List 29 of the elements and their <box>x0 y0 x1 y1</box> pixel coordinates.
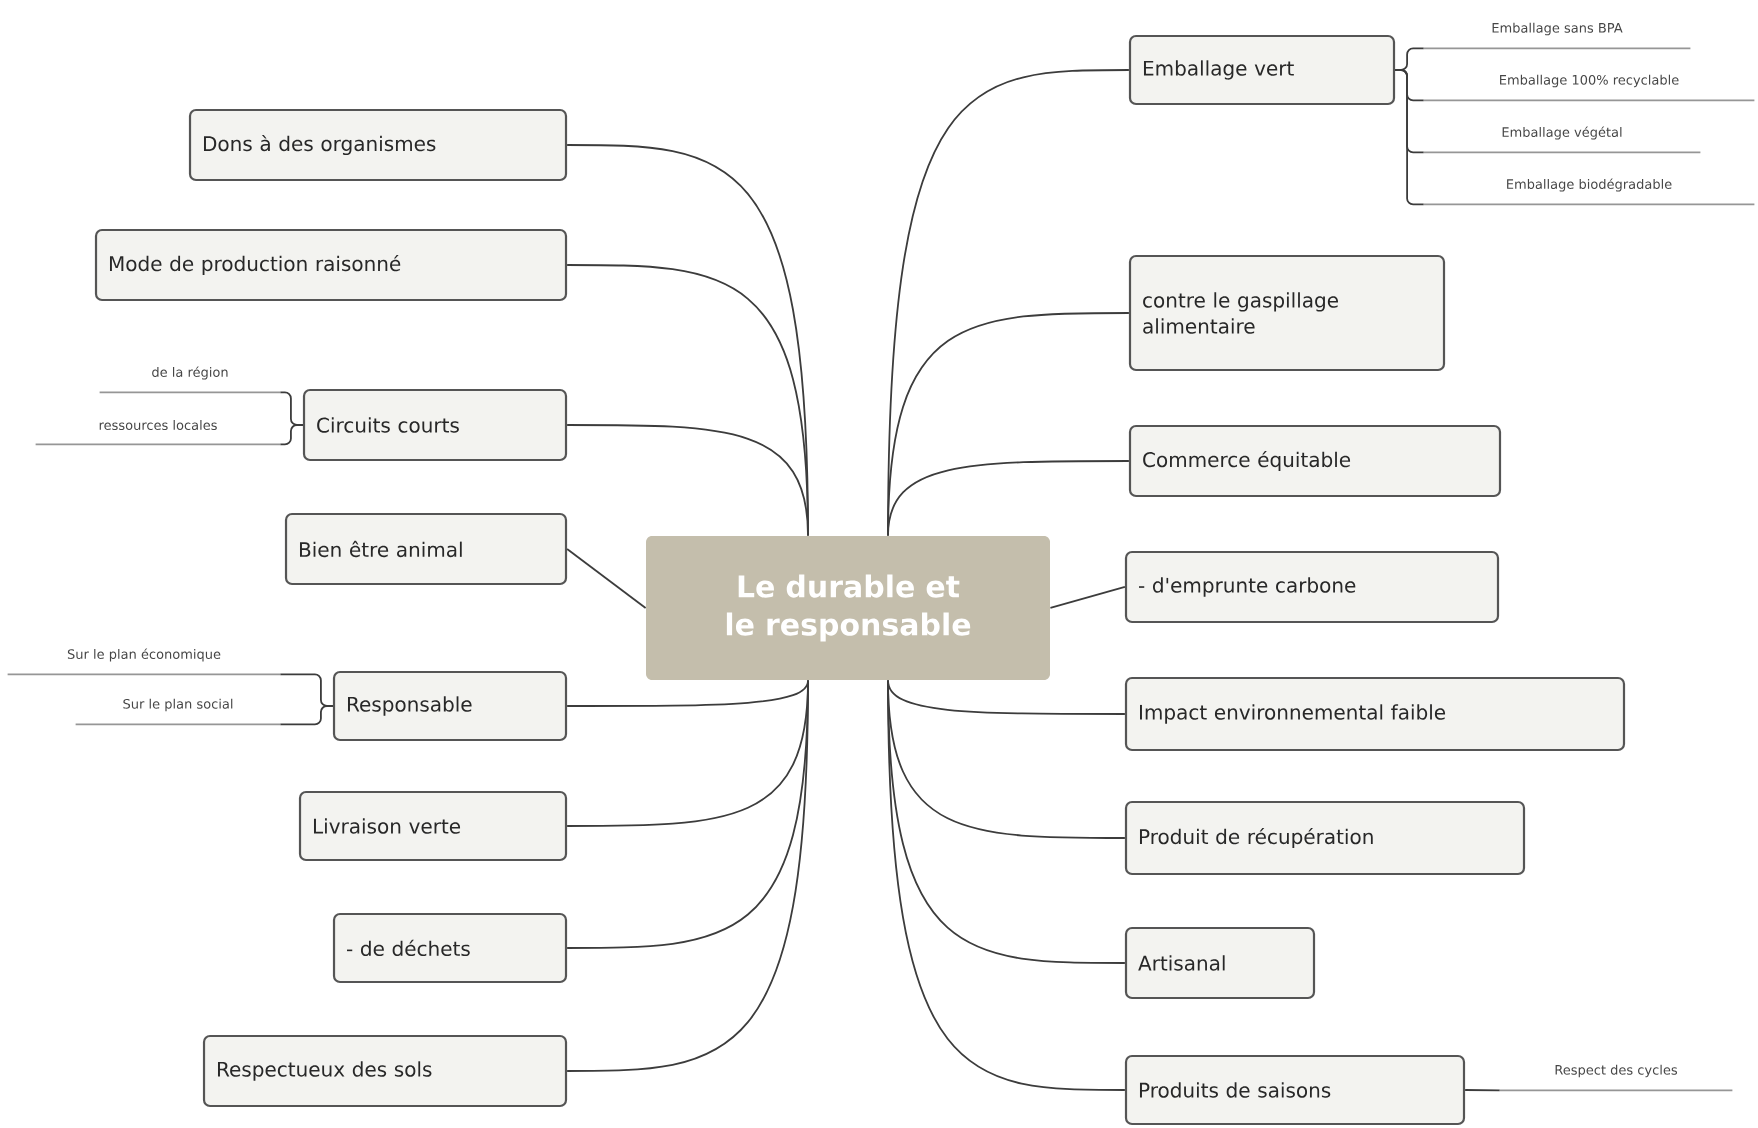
connector-line <box>1394 69 1425 206</box>
connector-line <box>887 679 1126 715</box>
topic-box: Mode de production raisonné <box>94 228 568 302</box>
topic-box: - d'emprunte carbone <box>1124 550 1500 624</box>
connector-line <box>1464 1089 1501 1092</box>
topic-box: Produit de récupération <box>1124 800 1526 876</box>
connector-line <box>566 424 809 537</box>
connector-line <box>1049 586 1126 609</box>
connector-line <box>566 679 809 707</box>
topic-box: Dons à des organismes <box>188 108 568 182</box>
connector-line <box>887 460 1130 537</box>
topic-box: Responsable <box>332 670 568 742</box>
topic-box: Bien être animal <box>284 512 568 586</box>
topic-box: Impact environnemental faible <box>1124 676 1626 752</box>
connector-line <box>279 705 334 726</box>
connector-line <box>566 548 647 609</box>
topic-box: Produits de saisons <box>1124 1054 1466 1126</box>
connector-line <box>887 679 1126 1091</box>
topic-box: Emballage vert <box>1128 34 1396 106</box>
topic-box: Circuits courts <box>302 388 568 462</box>
topic-box: Livraison verte <box>298 790 568 862</box>
topic-box: - de déchets <box>332 912 568 984</box>
topic-box: contre le gaspillage alimentaire <box>1128 254 1446 372</box>
central-topic-box: Le durable et le responsable <box>646 536 1050 680</box>
topic-box: Commerce équitable <box>1128 424 1502 498</box>
connector-line <box>566 679 809 1072</box>
topic-box: Respectueux des sols <box>202 1034 568 1108</box>
topic-box: Artisanal <box>1124 926 1316 1000</box>
connector-line <box>279 424 304 446</box>
